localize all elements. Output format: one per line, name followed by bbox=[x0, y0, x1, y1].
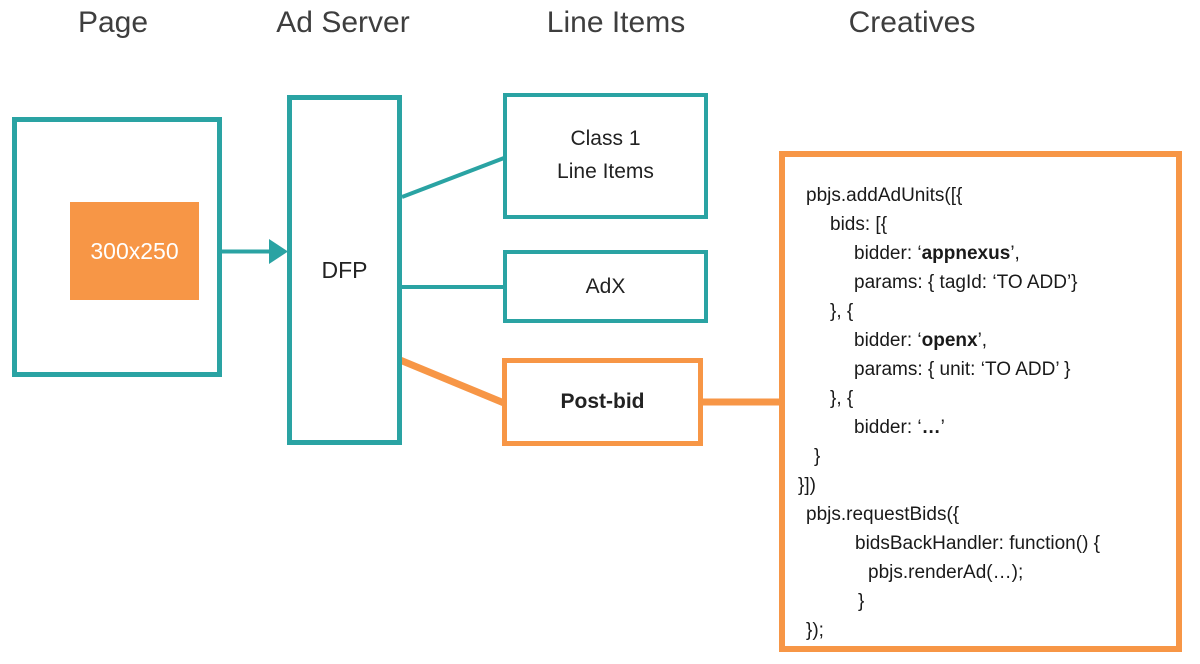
code-line: bids: [{ bbox=[830, 214, 888, 235]
connector-dfp-to-postbid bbox=[398, 356, 506, 407]
ad-slot-label: 300x250 bbox=[90, 237, 179, 264]
code-line: bidsBackHandler: function() { bbox=[855, 533, 1101, 554]
code-line: } bbox=[814, 446, 821, 467]
code-line: pbjs.renderAd(…); bbox=[868, 562, 1024, 583]
code-line: params: { tagId: ‘TO ADD’} bbox=[854, 272, 1078, 293]
connector-dfp-to-class1 bbox=[401, 156, 505, 199]
postbid-label: Post-bid bbox=[560, 390, 645, 413]
column-header-line-items: Line Items bbox=[546, 6, 686, 39]
code-line: }]) bbox=[798, 475, 816, 496]
column-header-creatives: Creatives bbox=[848, 6, 976, 39]
column-header-ad-server: Ad Server bbox=[276, 6, 410, 39]
code-line: bidder: ‘…’ bbox=[854, 417, 945, 438]
class1-label-line2: Line Items bbox=[557, 160, 654, 183]
dfp-box: DFP bbox=[287, 95, 402, 445]
code-line: params: { unit: ‘TO ADD’ } bbox=[854, 359, 1071, 380]
postbid-box: Post-bid bbox=[502, 358, 703, 446]
code-line: }, { bbox=[830, 388, 854, 409]
creatives-code-box: pbjs.addAdUnits([{ bids: [{ bidder: ‘appne… bbox=[779, 151, 1182, 652]
code-line: bidder: ‘openx’, bbox=[854, 330, 988, 351]
code-line: } bbox=[858, 591, 865, 612]
ad-slot-box: 300x250 bbox=[70, 202, 199, 300]
code-line: }, { bbox=[830, 301, 854, 322]
column-header-page: Page bbox=[77, 6, 149, 39]
class1-label-line1: Class 1 bbox=[570, 127, 641, 151]
dfp-label: DFP bbox=[321, 256, 368, 283]
code-line: }); bbox=[806, 620, 824, 641]
code-block: pbjs.addAdUnits([{ bids: [{ bidder: ‘appne… bbox=[798, 181, 1166, 645]
class1-line-items-box: Class 1 Line Items bbox=[503, 93, 708, 219]
adx-label: AdX bbox=[585, 274, 626, 298]
code-line: pbjs.addAdUnits([{ bbox=[806, 185, 963, 206]
code-line: bidder: ‘appnexus’, bbox=[854, 243, 1020, 264]
adx-box: AdX bbox=[503, 250, 708, 323]
code-line: pbjs.requestBids({ bbox=[806, 504, 960, 525]
arrow-slot-to-dfp-head bbox=[269, 239, 288, 264]
